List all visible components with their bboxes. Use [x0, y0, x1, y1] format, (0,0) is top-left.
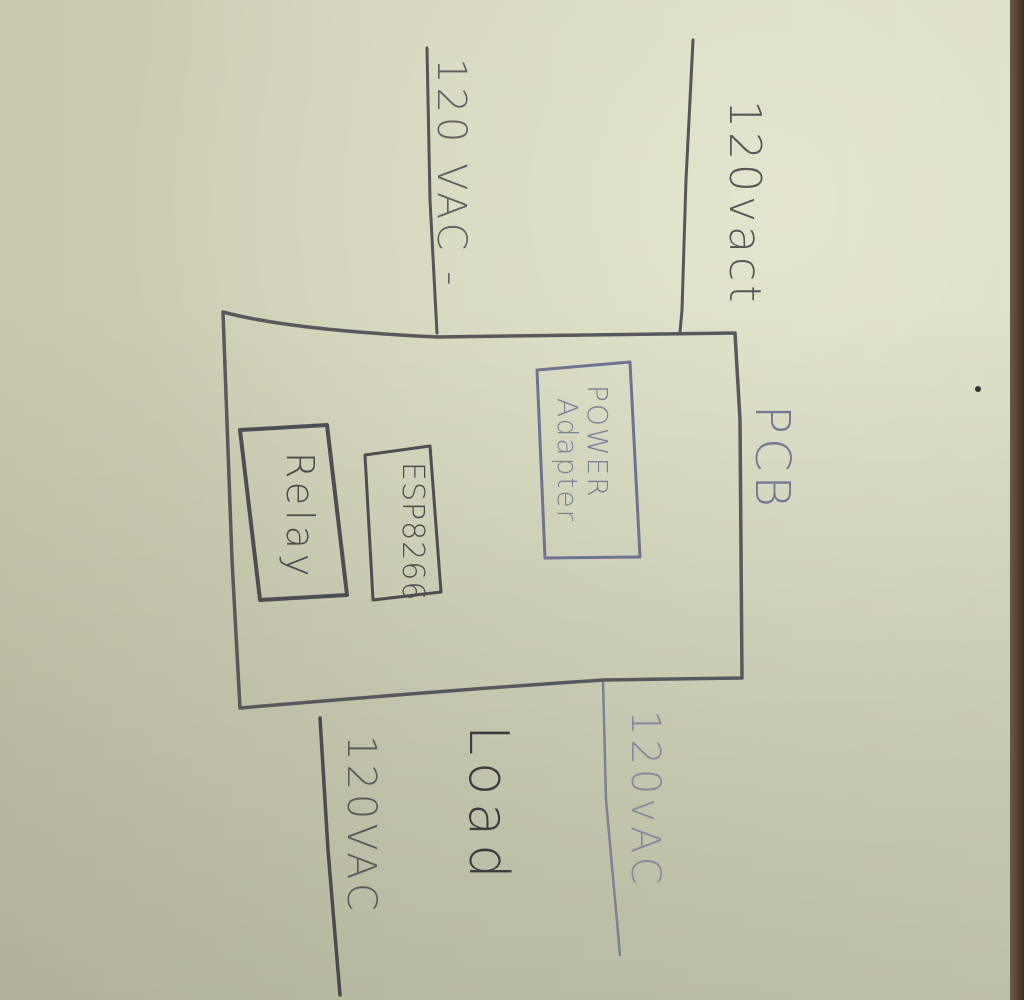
power-adapter-box — [535, 360, 642, 560]
esp8266-box — [363, 444, 443, 602]
label-adapter: Adapter — [551, 398, 584, 524]
label-load: Load — [457, 725, 520, 887]
relay-box — [238, 423, 349, 602]
label-120vac-left: 120VAC — [338, 735, 384, 915]
wire-120vac-minus — [425, 46, 439, 335]
label-relay: Relay — [278, 452, 322, 582]
label-120vac-right: 120vAC — [622, 710, 668, 889]
label-120vac-minus: 120 VAC - — [428, 58, 474, 290]
wire-load-left — [318, 716, 342, 997]
label-power: POWER — [581, 385, 614, 499]
paper-dot — [975, 386, 981, 392]
label-pcb: PCB — [744, 405, 800, 511]
pcb-board — [221, 310, 744, 710]
wire-120vac-plus — [678, 38, 695, 334]
label-esp8266: ESP8266 — [395, 462, 430, 602]
table-edge — [1010, 0, 1024, 1000]
wire-load-right — [601, 678, 622, 957]
label-120vac-plus: 120vact — [719, 100, 770, 307]
paper-shadow — [0, 300, 1024, 1000]
